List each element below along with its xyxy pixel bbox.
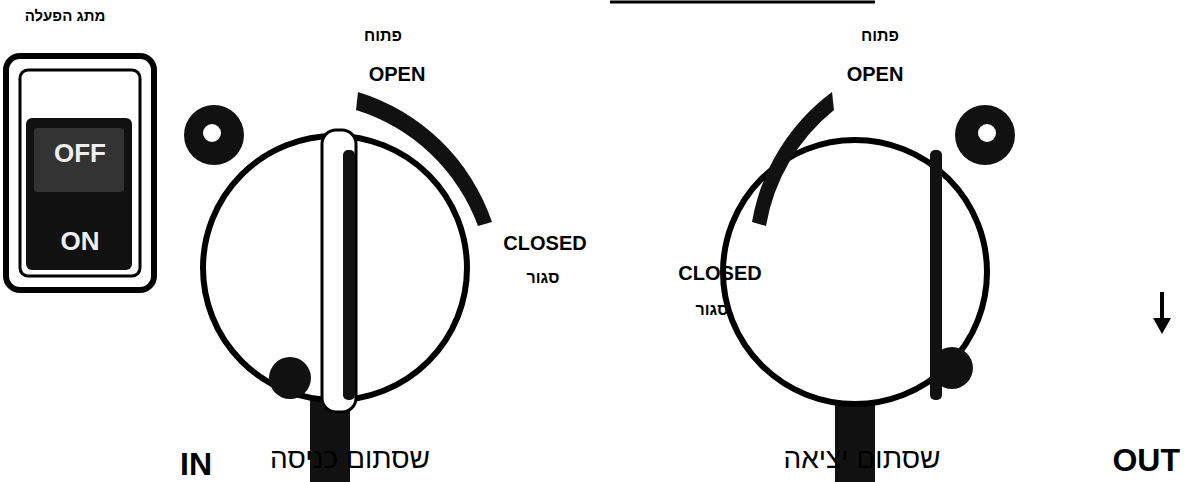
outlet-valve [723,92,1171,482]
position-label: פתוח [364,28,402,44]
rocker-switch [6,56,154,290]
flow-arrowhead [1153,318,1171,334]
position-label: פתוח [861,28,899,44]
position-label: OPEN [369,64,426,84]
port-label: OUT [1112,444,1180,476]
valve-title: שסתום יציאה [783,445,940,473]
valve-title: שסתום כניסה [270,445,430,473]
title-underline [610,1,875,4]
switch-state: OFF [54,140,106,166]
position-label: OPEN [847,64,904,84]
port-label: IN [180,448,212,480]
position-label: סגור [696,302,729,318]
position-label: CLOSED [503,233,586,253]
position-label: סגור [527,270,560,286]
switch-state: ON [61,228,100,254]
switch-title: מתג הפעלה [25,8,106,23]
inlet-valve [184,92,492,482]
position-label: CLOSED [678,263,761,283]
flow-arrow [1160,292,1164,322]
